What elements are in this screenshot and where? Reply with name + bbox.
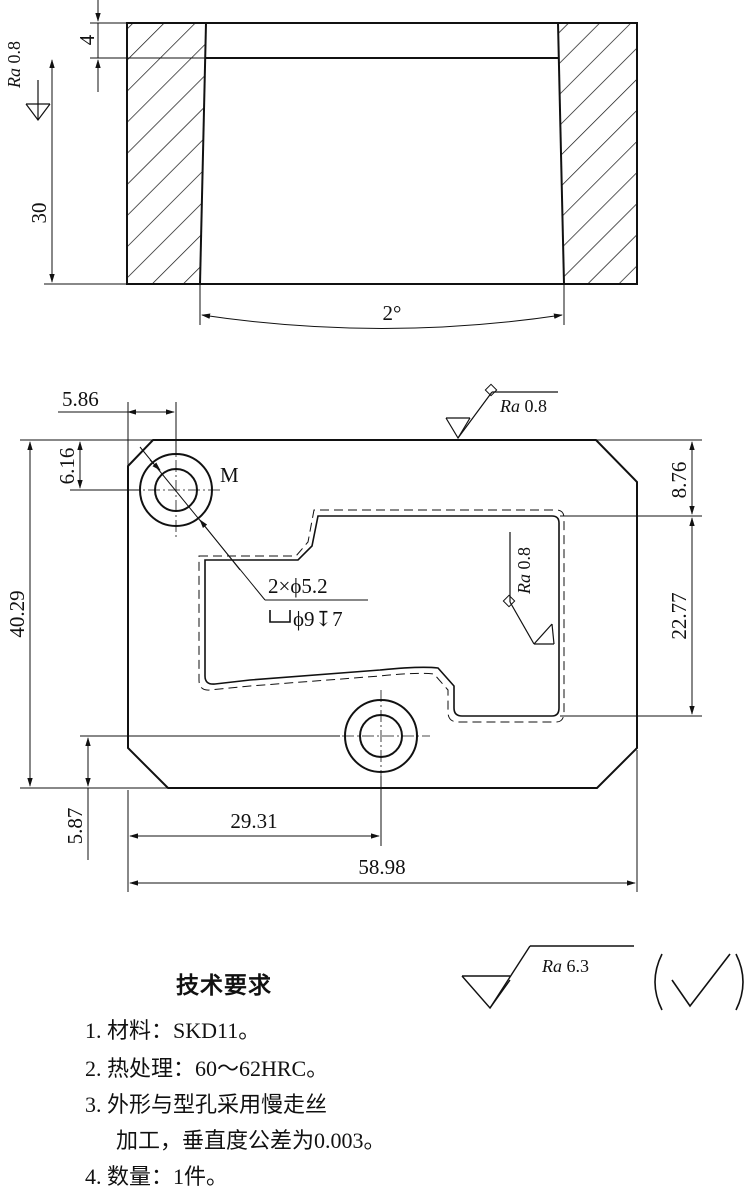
tech-item-2: 2. 热处理：60～62HRC。 <box>85 1056 328 1081</box>
dim-4-text: 4 <box>75 34 99 45</box>
section-roughness-symbol: Ra 0.8 <box>4 41 51 121</box>
plan-view: M 2×ϕ5.2 ϕ9↧7 5.86 6.16 40.29 <box>5 383 702 892</box>
right-wall-hatch <box>558 23 637 284</box>
tech-item-1: 1. 材料：SKD11。 <box>85 1018 260 1043</box>
svg-text:Ra 0.8: Ra 0.8 <box>4 41 24 89</box>
tech-item-3: 3. 外形与型孔采用慢走丝 <box>85 1092 327 1117</box>
dim-586-text: 5.86 <box>62 387 99 411</box>
dim-2277-text: 22.77 <box>667 592 691 639</box>
hole-callout-1: 2×ϕ5.2 <box>268 574 328 598</box>
general-roughness: Ra 6.3 <box>461 945 744 1011</box>
hole-leader-arrow <box>199 519 241 571</box>
general-ra-label: Ra <box>541 956 562 976</box>
top-ra-value: 0.8 <box>525 396 548 416</box>
tech-item-4: 4. 数量：1件。 <box>85 1164 228 1189</box>
die-opening <box>204 515 560 717</box>
taper-arc <box>201 313 563 329</box>
section-view: 4 30 Ra 0.8 2° <box>4 0 638 329</box>
top-roughness-symbol: Ra 0.8 <box>445 383 558 440</box>
dim-5898-text: 58.98 <box>358 855 405 879</box>
top-ra-label: Ra <box>499 396 520 416</box>
tech-requirements-title: 技术要求 <box>176 973 272 998</box>
die-opening-offset <box>198 509 565 723</box>
hole-leader-arrow-2 <box>149 459 161 471</box>
paren-right <box>735 953 744 1011</box>
svg-text:Ra 0.8: Ra 0.8 <box>514 547 534 595</box>
paren-left <box>654 953 663 1011</box>
general-ra-value: 6.3 <box>567 956 590 976</box>
dim-4029-text: 40.29 <box>5 590 29 637</box>
right-taper-line <box>557 22 565 285</box>
left-taper-line <box>199 22 207 285</box>
hole-callout-2: ϕ9↧7 <box>293 607 343 631</box>
hole-m-label: M <box>220 463 239 487</box>
slot-ra-label: Ra <box>514 574 534 595</box>
svg-text:Ra 6.3: Ra 6.3 <box>541 956 589 976</box>
slot-roughness-symbol: Ra 0.8 <box>502 532 555 645</box>
svg-text:Ra 0.8: Ra 0.8 <box>499 396 547 416</box>
tech-requirements: 技术要求 1. 材料：SKD11。 2. 热处理：60～62HRC。 3. 外形… <box>85 973 386 1189</box>
dim-587-text: 5.87 <box>63 808 87 845</box>
section-ra-value: 0.8 <box>4 41 24 64</box>
tech-item-3-cont: 加工，垂直度公差为0.003。 <box>116 1128 386 1153</box>
taper-angle-text: 2° <box>383 301 402 325</box>
dim-2931-text: 29.31 <box>230 809 277 833</box>
section-outline <box>126 22 638 285</box>
dim-616-text: 6.16 <box>55 448 79 485</box>
dim-30-text: 30 <box>27 203 51 224</box>
dim-876-text: 8.76 <box>667 462 691 499</box>
slot-ra-value: 0.8 <box>514 547 534 570</box>
plate-outline <box>127 439 638 789</box>
section-ra-label: Ra <box>4 68 24 89</box>
left-wall-hatch <box>127 23 206 284</box>
check-symbol <box>671 953 731 1008</box>
counterbore-symbol <box>269 610 291 623</box>
